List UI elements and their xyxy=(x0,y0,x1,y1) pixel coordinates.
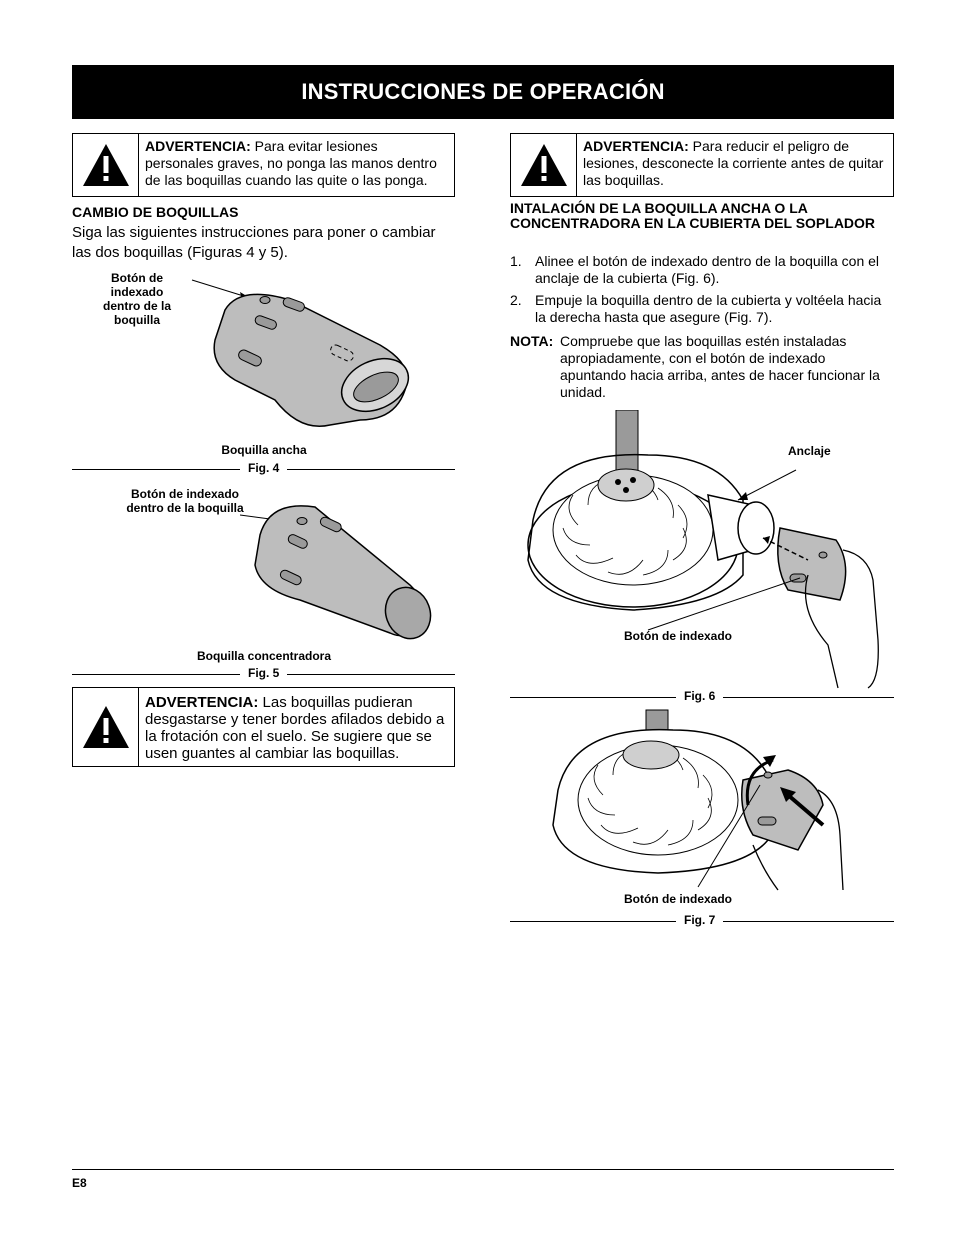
note-label: NOTA: xyxy=(510,333,554,349)
warning-box-gloves: ADVERTENCIA: Las boquillas pudieran desg… xyxy=(72,687,455,767)
fig6-button-label: Botón de indexado xyxy=(624,629,732,643)
step-2: 2. Empuje la boquilla dentro de la cubie… xyxy=(510,292,894,326)
step-number: 2. xyxy=(510,292,522,308)
warning-text: ADVERTENCIA: Para evitar lesiones person… xyxy=(145,138,437,188)
step-text: Empuje la boquilla dentro de la cubierta… xyxy=(535,292,882,325)
step-number: 1. xyxy=(510,253,522,269)
warning-text: ADVERTENCIA: Las boquillas pudieran desg… xyxy=(145,694,445,762)
section-title-instalacion: INTALACIÓN DE LA BOQUILLA ANCHA O LA CON… xyxy=(510,200,876,231)
warning-triangle-icon xyxy=(511,134,577,196)
section-text-cambio: Siga las siguientes instrucciones para p… xyxy=(72,224,436,261)
blower-fig6-illustration xyxy=(527,410,879,689)
fig7-button-label: Botón de indexado xyxy=(624,892,732,906)
fig4-caption: Fig. 4 xyxy=(240,461,288,475)
page-title: INSTRUCCIONES DE OPERACIÓN xyxy=(72,65,894,119)
blower-fig7-illustration xyxy=(552,709,844,891)
warning-triangle-icon xyxy=(73,134,139,196)
warning-text: ADVERTENCIA: Para reducir el peligro de … xyxy=(583,138,884,188)
fig5-caption: Fig. 5 xyxy=(240,666,288,680)
warning-box-hands: ADVERTENCIA: Para evitar lesiones person… xyxy=(72,133,455,197)
fig4-name: Boquilla ancha xyxy=(221,443,307,457)
note: NOTA: Compruebe que las boquillas estén … xyxy=(510,333,894,401)
fig5-name: Boquilla concentradora xyxy=(196,649,332,663)
fig6-caption: Fig. 6 xyxy=(676,689,724,703)
fig4-callout-label: Botón de indexado dentro de la boquilla xyxy=(102,271,171,327)
page-number: E8 xyxy=(72,1176,87,1190)
step-1: 1. Alinee el botón de indexado dentro de… xyxy=(510,253,894,287)
fig5-callout-label: Botón de indexado dentro de la boquilla xyxy=(126,487,244,515)
concentrator-nozzle-illustration xyxy=(240,505,432,640)
note-text: Compruebe que las boquillas estén instal… xyxy=(560,333,880,400)
step-text: Alinee el botón de indexado dentro de la… xyxy=(535,253,880,286)
wide-nozzle-illustration xyxy=(191,279,410,427)
fig7-caption: Fig. 7 xyxy=(676,913,724,927)
fig6-anchor-label: Anclaje xyxy=(788,444,831,458)
warning-box-power: ADVERTENCIA: Para reducir el peligro de … xyxy=(510,133,894,197)
section-title-cambio: CAMBIO DE BOQUILLAS xyxy=(72,204,239,220)
warning-triangle-icon xyxy=(73,688,139,766)
footer-rule xyxy=(72,1169,894,1170)
